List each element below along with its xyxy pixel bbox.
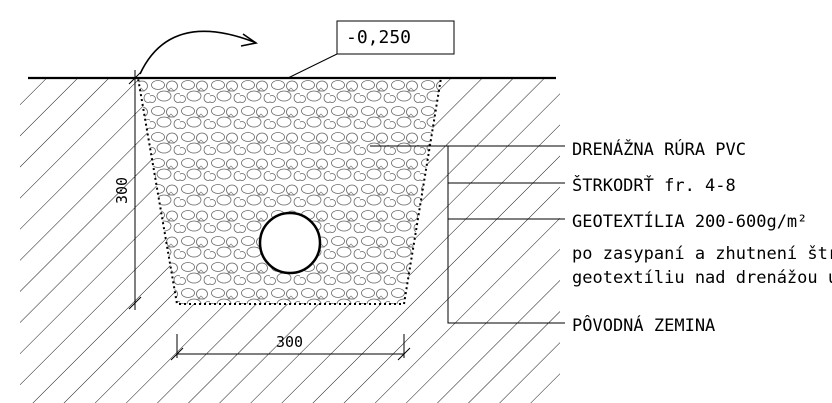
level-leader [287,53,338,79]
fold-arrow-head [240,33,259,47]
callout-pipe: DRENÁŽNA RÚRA PVC [572,138,746,160]
callout-gravel: ŠTRKODRŤ fr. 4-8 [572,174,736,196]
callout-geotextile: GEOTEXTÍLIA 200-600g/m² [572,210,807,232]
callout-note-line1: po zasypaní a zhutnení štr [572,244,832,264]
fold-arrow [139,30,255,75]
callout-note-line2: geotextíliu nad drenážou uz [572,268,832,288]
original-soil-hatch [20,78,560,403]
level-tag-box [336,20,455,55]
gravel-fill [138,78,441,304]
height-dimension: 300 [113,177,131,204]
width-dimension: 300 [276,333,303,351]
geotextile-outline [136,77,443,305]
level-tag: -0,250 [346,27,411,48]
drain-pipe [258,211,322,275]
callout-soil: PÔVODNÁ ZEMINA [572,314,715,336]
callout-leaders [370,145,565,324]
